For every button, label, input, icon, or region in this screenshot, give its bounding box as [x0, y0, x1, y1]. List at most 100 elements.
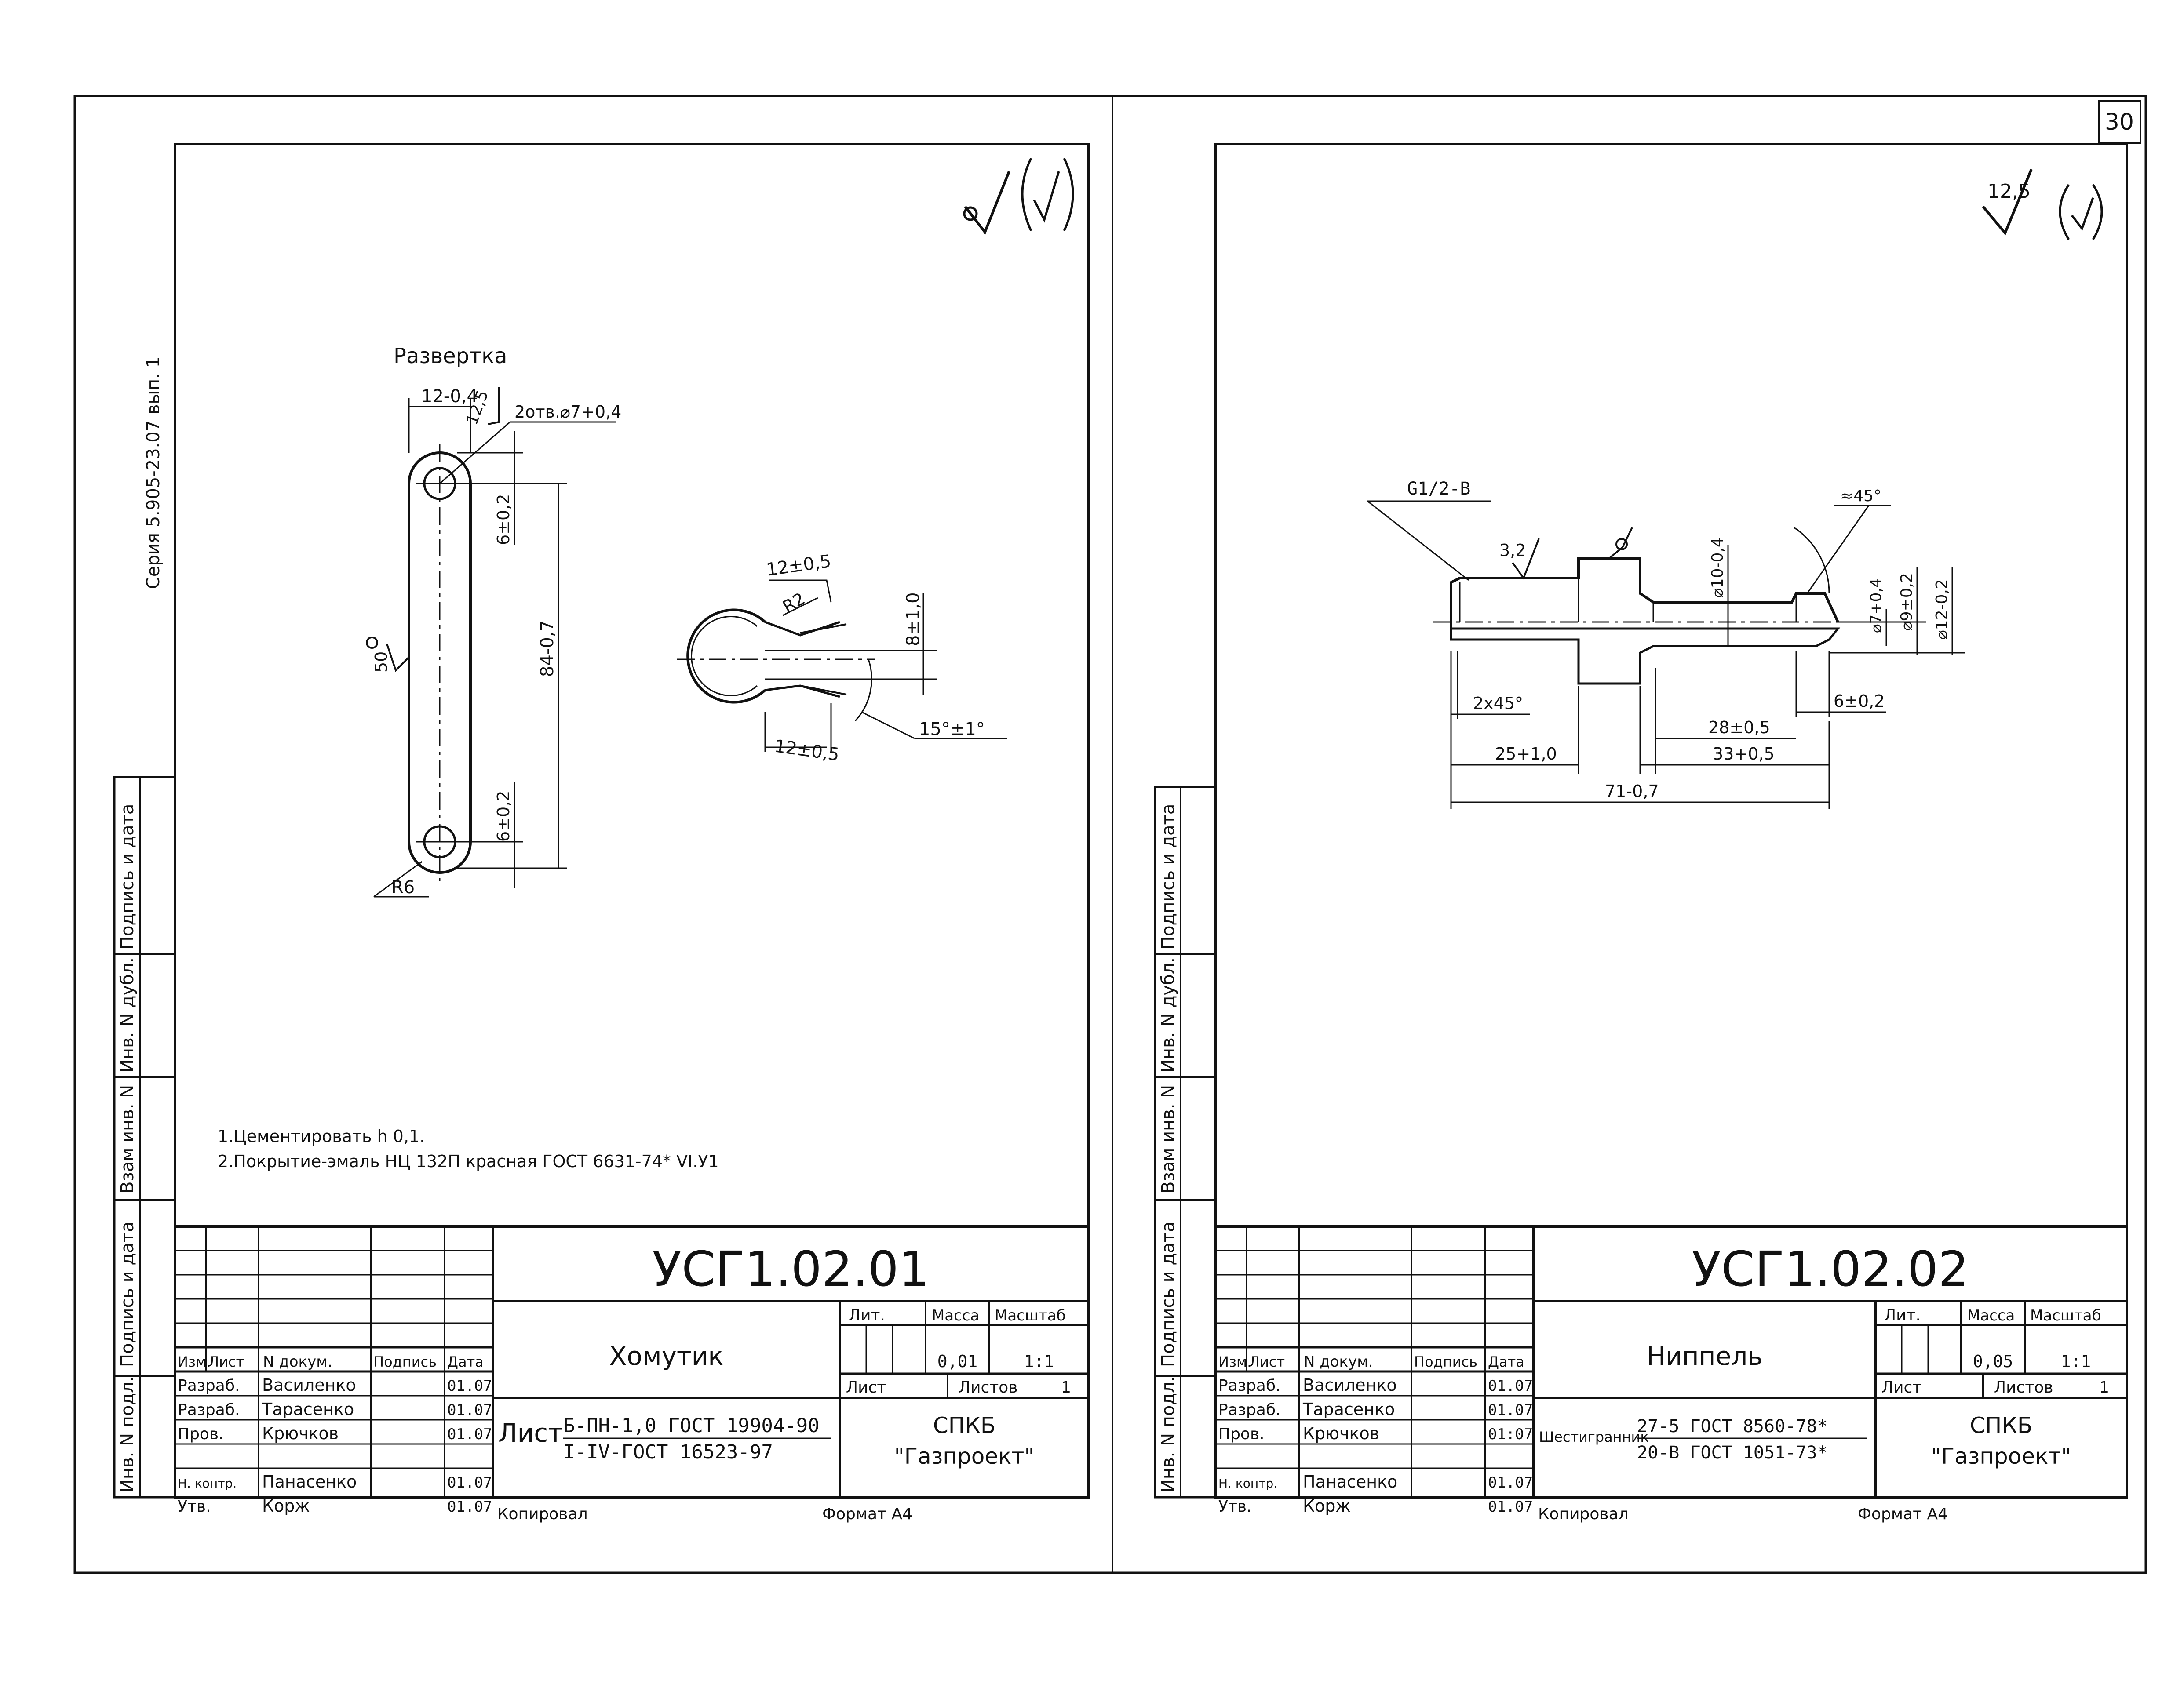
- tb-name-0: Василенко: [262, 1375, 356, 1395]
- tb-name-2: Крючков: [1303, 1424, 1379, 1443]
- dim-radius: R6: [391, 877, 415, 898]
- footer-format: Формат А4: [1858, 1505, 1948, 1523]
- dim-c5: 15°±1°: [919, 719, 985, 739]
- tb-name-5: Корж: [262, 1496, 310, 1516]
- part-mass: 0,01: [937, 1352, 978, 1371]
- tb-role-1: Разраб.: [178, 1401, 240, 1419]
- page-number: 30: [2105, 109, 2134, 135]
- tb-header-list: Лист: [1249, 1353, 1285, 1370]
- org-name-2: "Газпроект": [894, 1444, 1035, 1469]
- tb-role-0: Разраб.: [178, 1377, 240, 1395]
- tb-role-0: Разраб.: [1218, 1377, 1280, 1395]
- tb-name-2: Крючков: [262, 1424, 339, 1443]
- tb-header-mass: Масса: [932, 1307, 979, 1324]
- tb-name-1: Тарасенко: [262, 1400, 354, 1419]
- stamp-inv-podl: Инв. N подл.: [117, 1376, 138, 1492]
- stamp-sign-date-2: Подпись и дата: [117, 804, 138, 949]
- dim-ch2: 2x45°: [1473, 694, 1523, 713]
- tb-role-4: Н. контр.: [178, 1476, 237, 1491]
- org-name-1: СПКБ: [933, 1413, 995, 1438]
- left-roughness-symbol: [963, 157, 1074, 235]
- stamp-inv-dubl: Инв. N дубл.: [117, 957, 138, 1073]
- tb-header-scale: Масштаб: [995, 1307, 1066, 1324]
- title-block-frame: [174, 1225, 1090, 1499]
- left-sheet: Серия 5.905-23.07 вып. 1 Инв. N подл. По…: [113, 143, 1090, 1499]
- tb-date-2: 01:07: [1488, 1426, 1533, 1443]
- dim-holes: 2отв.⌀7+0,4: [514, 402, 621, 422]
- dim-l33: 33+0,5: [1713, 744, 1775, 764]
- tb-header-scale: Масштаб: [2030, 1307, 2101, 1324]
- dim-length: 84-0,7: [537, 620, 558, 677]
- tb-header-mass: Масса: [1967, 1307, 2015, 1324]
- part-name: Хомутик: [609, 1341, 724, 1371]
- material-bottom: I-IV-ГОСТ 16523-97: [563, 1441, 773, 1463]
- stamp-vzam-inv: Взам инв. N: [117, 1085, 138, 1193]
- title-block-frame: [1214, 1225, 2128, 1499]
- tb-header-sign: Подпись: [1414, 1353, 1477, 1370]
- part-scale: 1:1: [2061, 1352, 2091, 1371]
- right-side-stamp: Инв. N подл. Подпись и дата Взам инв. N …: [1154, 786, 1217, 1499]
- dim-top-offset: 6±0,2: [494, 494, 513, 545]
- tb-sheets-value: 1: [2099, 1378, 2109, 1397]
- development-title: Развертка: [394, 344, 507, 368]
- tb-date-5: 01.07: [447, 1498, 492, 1516]
- doc-code: УСГ1.02.02: [1692, 1241, 1969, 1297]
- tb-sheet-label: Лист: [846, 1378, 886, 1397]
- tb-role-4: Н. контр.: [1218, 1476, 1277, 1491]
- tb-date-2: 01.07: [447, 1426, 492, 1443]
- note-2: 2.Покрытие-эмаль НЦ 132П красная ГОСТ 66…: [218, 1152, 719, 1171]
- stamp-inv-dubl: Инв. N дубл.: [1158, 957, 1178, 1073]
- dim-l25: 25+1,0: [1495, 744, 1557, 764]
- org-name-2: "Газпроект": [1931, 1444, 2071, 1469]
- stamp-sign-date-2: Подпись и дата: [1158, 804, 1178, 949]
- stamp-sign-date-1: Подпись и дата: [117, 1222, 138, 1367]
- tb-date-4: 01.07: [447, 1474, 492, 1491]
- dim-c3: 8±1,0: [903, 592, 923, 646]
- tb-header-lit: Лит.: [849, 1306, 885, 1324]
- tb-sheets-value: 1: [1061, 1378, 1071, 1397]
- dim-d10: ⌀10-0,4: [1709, 537, 1727, 598]
- material-top: Б-ПН-1,0 ГОСТ 19904-90: [563, 1415, 820, 1437]
- dim-d9: ⌀9±0,2: [1898, 573, 1916, 631]
- tb-header-list: Лист: [208, 1353, 244, 1370]
- tb-name-5: Корж: [1303, 1496, 1351, 1516]
- dim-thread: G1/2-B: [1407, 479, 1471, 499]
- tb-header-izm: Изм.: [178, 1353, 211, 1370]
- tb-role-2: Пров.: [178, 1425, 224, 1443]
- tb-sheets-label: Листов: [1994, 1378, 2053, 1397]
- dim-d7: ⌀7+0,4: [1867, 578, 1885, 633]
- tb-header-date: Дата: [1488, 1353, 1524, 1370]
- footer-format: Формат А4: [822, 1505, 912, 1523]
- tb-date-4: 01.07: [1488, 1474, 1533, 1491]
- tb-name-4: Панасенко: [262, 1472, 357, 1491]
- tb-role-1: Разраб.: [1218, 1401, 1280, 1419]
- tb-name-4: Панасенко: [1303, 1472, 1397, 1491]
- part-mass: 0,05: [1973, 1352, 2013, 1371]
- footer-copied: Копировал: [1538, 1505, 1629, 1523]
- part-name: Ниппель: [1646, 1341, 1762, 1371]
- material-prefix: Шестигранник: [1539, 1429, 1649, 1445]
- tb-date-0: 01.07: [1488, 1377, 1533, 1395]
- clamp-drawing: 8±1,0 12±0,5 R2 12±0,5 15°±1°: [677, 551, 1007, 765]
- tb-sheet-label: Лист: [1881, 1378, 1921, 1397]
- left-side-stamp: Инв. N подл. Подпись и дата Взам инв. N …: [113, 776, 176, 1499]
- dim-d12: ⌀12-0,2: [1933, 579, 1951, 640]
- dim-width: 12-0,4: [421, 386, 478, 407]
- tb-name-0: Василенко: [1303, 1375, 1397, 1395]
- tb-date-0: 01.07: [447, 1377, 492, 1395]
- strap-drawing: 12-0,4 12,5 2отв.⌀7+0,4 6±0,2 84-0,7 6±0…: [366, 386, 621, 898]
- stamp-sign-date-1: Подпись и дата: [1158, 1222, 1178, 1367]
- tb-header-izm: Изм.: [1218, 1353, 1251, 1370]
- tb-header-sign: Подпись: [373, 1353, 437, 1370]
- tb-sheets-label: Листов: [959, 1378, 1017, 1397]
- material-prefix: Лист: [498, 1418, 563, 1448]
- tb-date-1: 01.07: [1488, 1401, 1533, 1419]
- part-scale: 1:1: [1024, 1352, 1054, 1371]
- tb-header-lit: Лит.: [1884, 1306, 1921, 1324]
- right-sheet: Инв. N подл. Подпись и дата Взам инв. N …: [1154, 143, 2128, 1499]
- org-name-1: СПКБ: [1970, 1413, 2032, 1438]
- note-1: 1.Цементировать h 0,1.: [218, 1127, 425, 1146]
